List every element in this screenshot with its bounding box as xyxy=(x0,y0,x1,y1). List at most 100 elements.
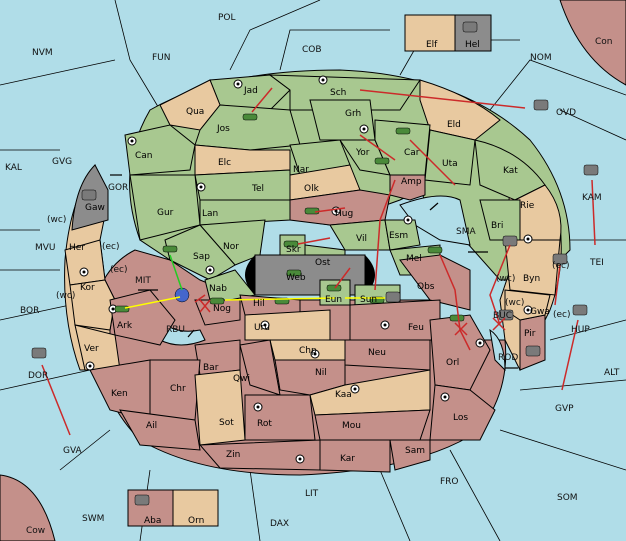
territory-kaa[interactable] xyxy=(309,369,431,416)
fleet-unit[interactable] xyxy=(385,291,401,303)
label-Elc: Elc xyxy=(218,158,231,168)
territory-gwa[interactable] xyxy=(504,289,551,321)
territory-kar[interactable] xyxy=(319,439,391,473)
territory-feu[interactable] xyxy=(349,299,441,341)
label-Car: Car xyxy=(404,148,420,158)
label-Aba: Aba xyxy=(144,516,161,526)
label-GVA: GVA xyxy=(63,446,83,456)
label-COB: COB xyxy=(302,45,322,55)
label-Olk: Olk xyxy=(304,184,320,194)
south-territories xyxy=(64,239,551,473)
territory-tel[interactable] xyxy=(194,169,291,201)
label-DOR: DOR xyxy=(28,371,48,381)
supply-center xyxy=(127,136,137,146)
units xyxy=(31,21,599,506)
move-order-arrow xyxy=(41,364,71,436)
label-KAM: KAM xyxy=(582,193,602,203)
label-Jos: Jos xyxy=(216,124,230,134)
convoy-order-arrow xyxy=(169,254,183,291)
fleet-unit[interactable] xyxy=(583,164,599,176)
territory-grh[interactable] xyxy=(309,99,376,141)
label-BOR: BOR xyxy=(20,306,39,316)
territory-can[interactable] xyxy=(124,124,196,176)
territory-hel[interactable] xyxy=(454,14,492,52)
fleet-unit[interactable] xyxy=(134,494,150,506)
label-Kaa: Kaa xyxy=(335,390,352,400)
label-Lan: Lan xyxy=(202,209,218,219)
label-Web: Web xyxy=(286,273,306,283)
move-order-arrow xyxy=(194,294,206,303)
territory-obs[interactable] xyxy=(399,254,471,311)
territory-sam[interactable] xyxy=(389,439,431,471)
label-SOM: SOM xyxy=(557,493,578,503)
fleet-unit[interactable] xyxy=(552,253,568,265)
fleet-unit[interactable] xyxy=(525,345,541,357)
move-order-arrow xyxy=(374,179,396,291)
label-Gwa: Gwa xyxy=(530,307,550,317)
fleet-unit[interactable] xyxy=(81,189,97,201)
label-Kar: Kar xyxy=(340,454,355,464)
supply-center xyxy=(79,267,89,277)
territory-uta[interactable] xyxy=(424,129,476,186)
territory-pir[interactable] xyxy=(519,314,546,371)
label-Sap: Sap xyxy=(193,252,210,262)
army-unit[interactable] xyxy=(242,113,258,121)
army-unit[interactable] xyxy=(326,284,342,292)
army-unit[interactable] xyxy=(395,127,411,135)
label-Nil: Nil xyxy=(315,368,327,378)
label-HUP: HUP xyxy=(571,325,590,335)
fleet-unit[interactable] xyxy=(462,21,478,33)
territory-orn[interactable] xyxy=(172,489,219,527)
army-unit[interactable] xyxy=(449,314,465,322)
label-ec3: (ec) xyxy=(552,261,570,271)
army-unit[interactable] xyxy=(374,157,390,165)
coast-connections xyxy=(110,174,518,369)
label-Ail: Ail xyxy=(146,421,157,431)
fleet-unit[interactable] xyxy=(572,304,588,316)
territory-elc[interactable] xyxy=(194,144,291,176)
label-Cow: Cow xyxy=(26,526,45,536)
move-order-arrow xyxy=(334,267,351,289)
territory-byn[interactable] xyxy=(504,239,561,296)
label-Uta: Uta xyxy=(442,159,458,169)
label-Ark: Ark xyxy=(117,321,133,331)
label-Ken: Ken xyxy=(111,389,128,399)
label-Nab: Nab xyxy=(209,284,227,294)
selected-unit-marker[interactable] xyxy=(174,287,190,303)
double-arrow-icon xyxy=(429,202,439,211)
fleet-unit[interactable] xyxy=(31,347,47,359)
label-Mel: Mel xyxy=(406,254,422,264)
territory-ail[interactable] xyxy=(119,409,201,451)
label-wc1: (wc) xyxy=(47,215,66,225)
supply-center xyxy=(403,215,413,225)
move-order-arrow xyxy=(251,87,273,113)
label-KAL: KAL xyxy=(5,163,22,173)
label-Pir: Pir xyxy=(524,329,536,339)
label-wc3: (wc) xyxy=(496,274,515,284)
label-Vil: Vil xyxy=(356,234,367,244)
fleet-unit[interactable] xyxy=(502,235,518,247)
label-Orl: Orl xyxy=(446,358,459,368)
label-ec4: (ec) xyxy=(553,310,571,320)
territory-sap[interactable] xyxy=(164,224,236,281)
fleet-unit[interactable] xyxy=(533,99,549,111)
fleet-unit[interactable] xyxy=(498,309,514,321)
army-unit[interactable] xyxy=(427,246,443,254)
label-Elf: Elf xyxy=(426,40,438,50)
territory-rot[interactable] xyxy=(244,394,316,441)
move-order-arrow xyxy=(409,139,456,186)
label-Qua: Qua xyxy=(186,107,204,117)
army-unit[interactable] xyxy=(286,269,302,277)
support-order-arrow xyxy=(224,297,336,301)
label-GVG: GVG xyxy=(52,157,72,167)
label-Sot: Sot xyxy=(219,418,234,428)
support-order-arrow xyxy=(124,296,181,309)
territory-ark[interactable] xyxy=(109,289,176,346)
army-unit[interactable] xyxy=(162,245,178,253)
territory-elf[interactable] xyxy=(404,14,456,52)
label-ec1: (ec) xyxy=(102,242,120,252)
territory-neu[interactable] xyxy=(344,339,431,371)
territory-mou[interactable] xyxy=(314,409,431,441)
